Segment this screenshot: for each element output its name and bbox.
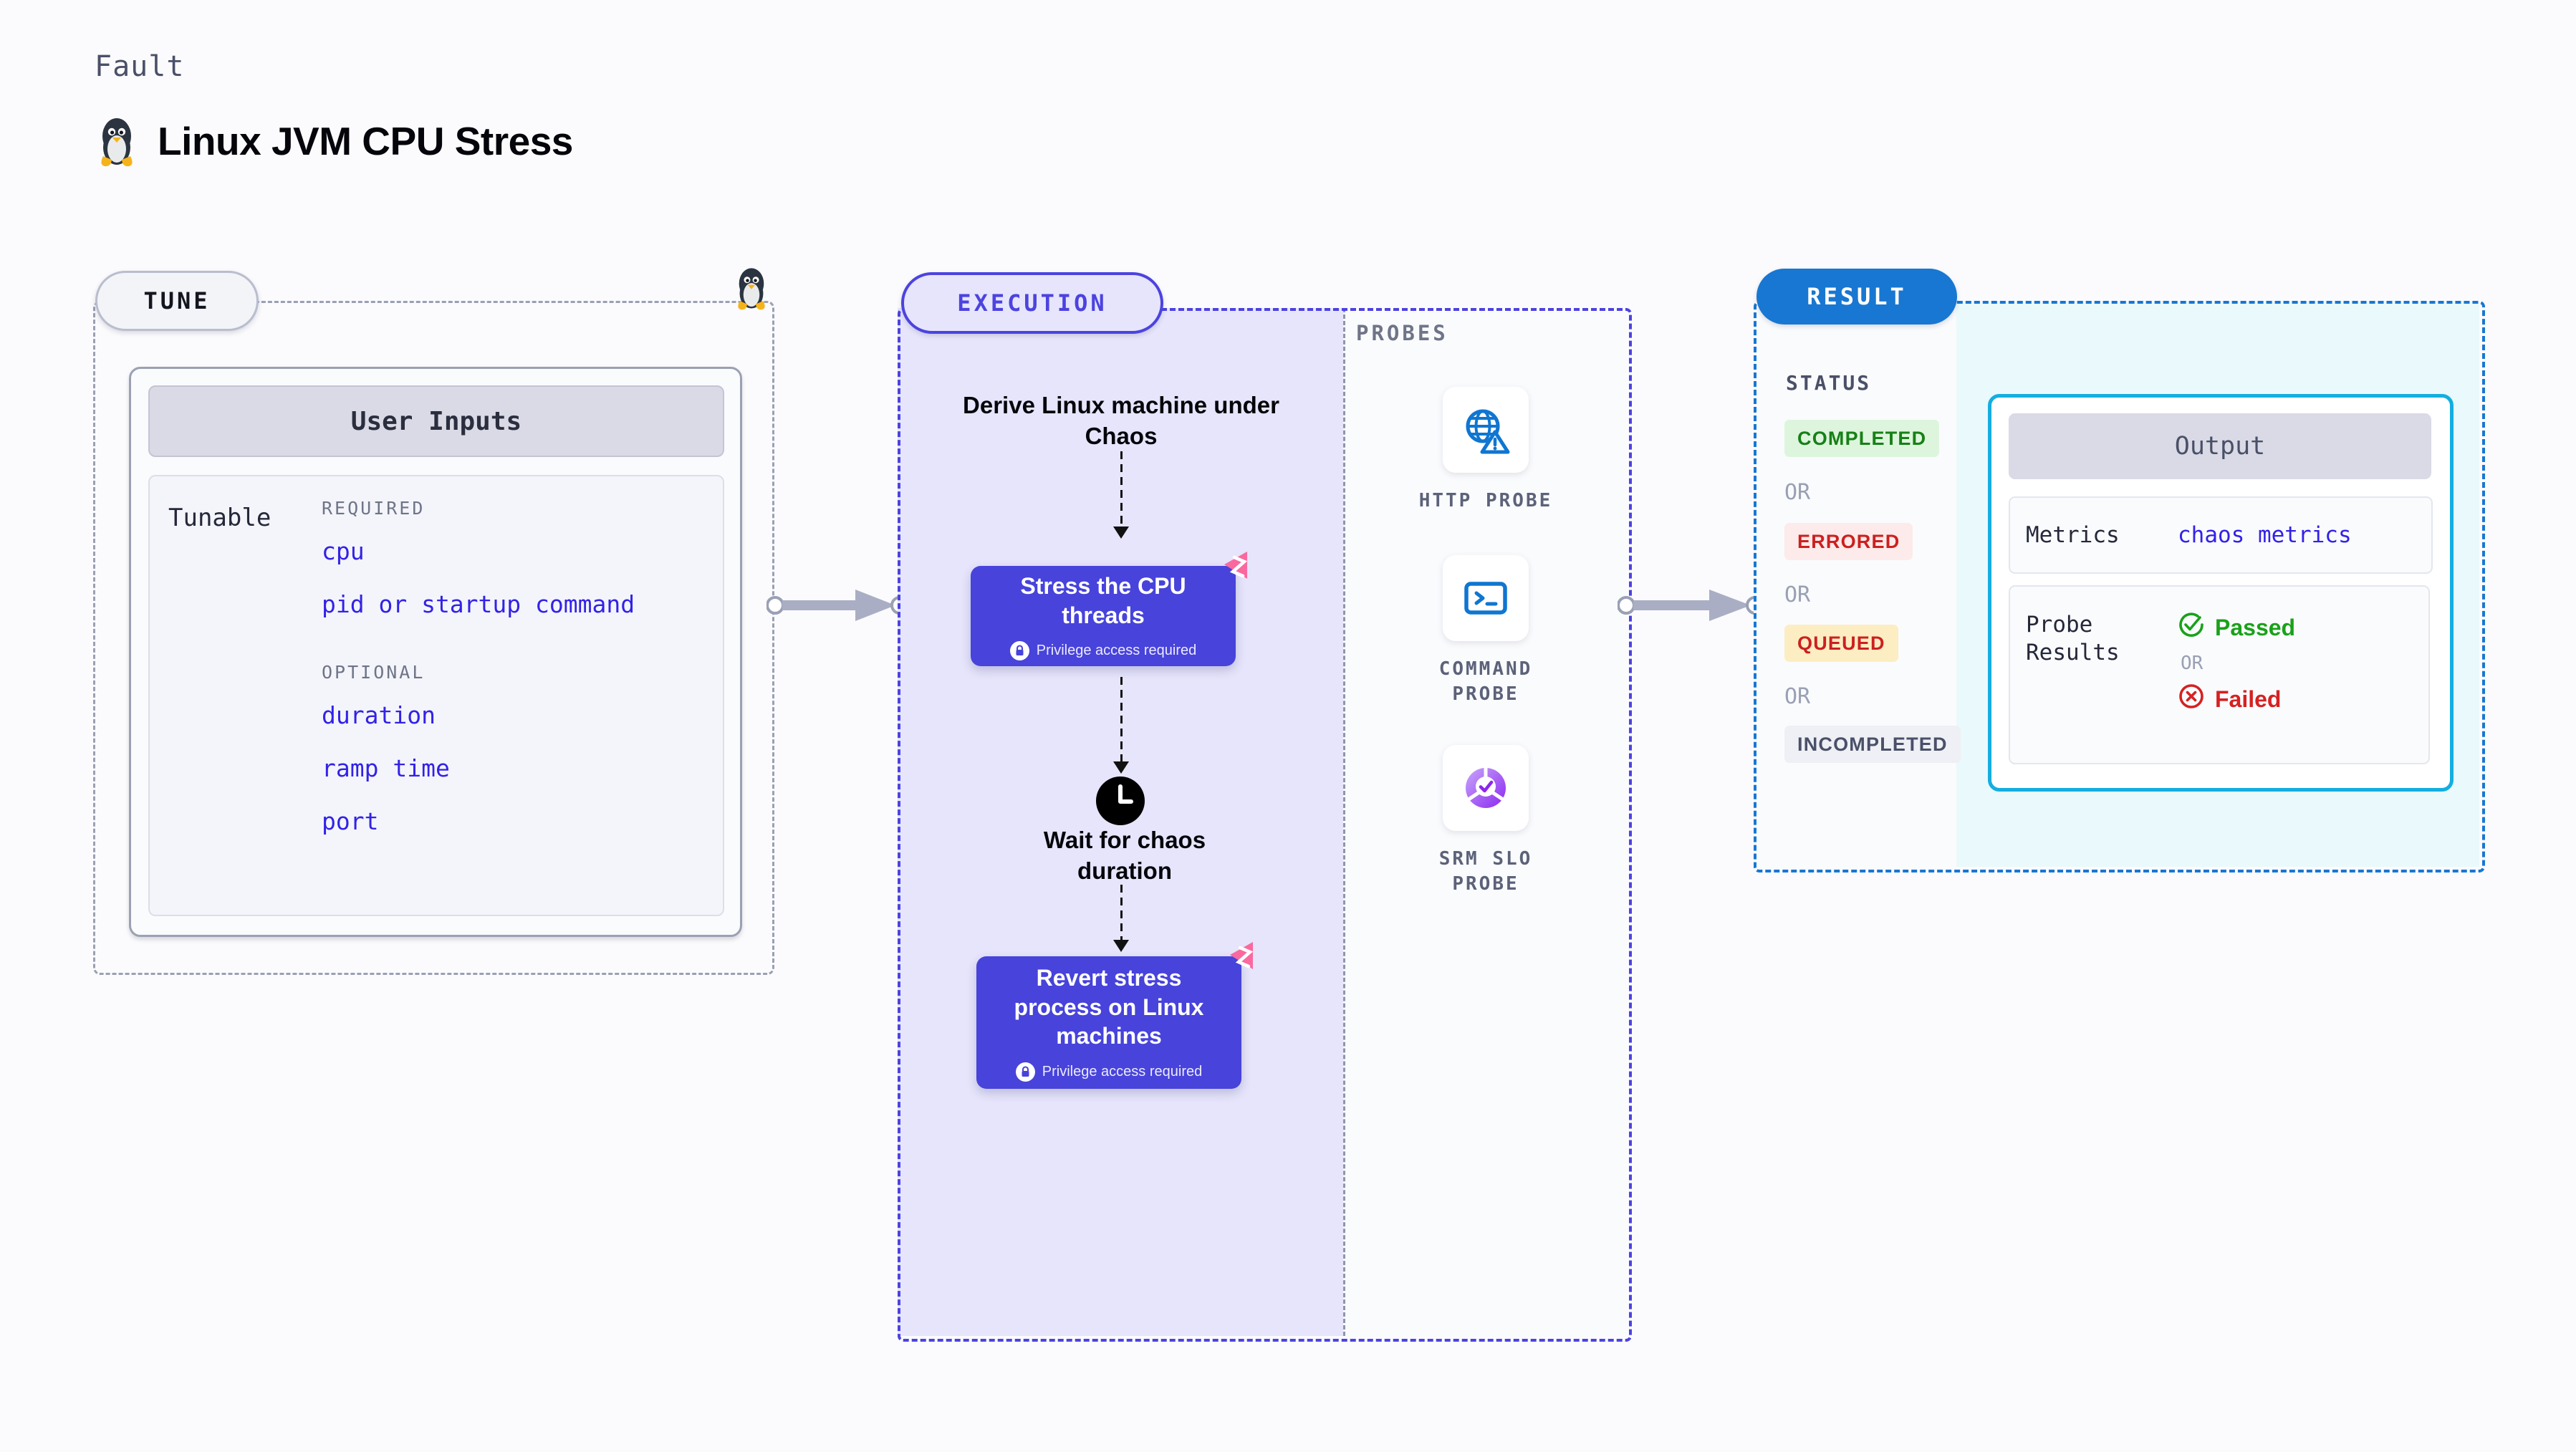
metrics-value-link[interactable]: chaos metrics [2178, 522, 2352, 548]
tunable-label: Tunable [168, 504, 271, 532]
probe-result-or: OR [2181, 653, 2203, 674]
privilege-required-row-1: Privilege access required [1009, 641, 1197, 661]
chaos-marker-icon [1216, 547, 1254, 590]
tunable-box: Tunable REQUIRED cpu pid or startup comm… [148, 475, 724, 916]
probe-item-http[interactable]: HTTP PROBE [1414, 387, 1557, 514]
page-title-row: Linux JVM CPU Stress [95, 115, 573, 168]
flow-connector-1 [1120, 451, 1123, 527]
clock-icon [1095, 775, 1146, 830]
linux-penguin-marker-icon [732, 265, 771, 314]
probe-item-srm-slo[interactable]: SRM SLO PROBE [1414, 745, 1557, 897]
user-inputs-card: User Inputs Tunable REQUIRED cpu pid or … [129, 367, 742, 937]
tunable-list: REQUIRED cpu pid or startup command OPTI… [322, 498, 635, 860]
metrics-row: Metrics chaos metrics [2009, 496, 2433, 574]
terminal-icon [1443, 555, 1529, 641]
privilege-required-text-1: Privilege access required [1036, 643, 1197, 659]
flow-arrowhead-1 [1113, 527, 1129, 539]
connector-execution-to-result [1617, 584, 1768, 630]
flow-arrowhead-2 [1113, 761, 1129, 774]
probe-label-command: COMMAND PROBE [1438, 658, 1533, 706]
lock-icon [1009, 641, 1029, 661]
flow-arrowhead-3 [1113, 940, 1129, 952]
user-inputs-header: User Inputs [148, 385, 724, 457]
execution-card-revert-stress[interactable]: Revert stress process on Linux machines … [976, 942, 1254, 1089]
execution-panel [898, 308, 1632, 1342]
execution-card-stress-cpu-title: Stress the CPU threads [1020, 572, 1186, 628]
tunable-item-duration[interactable]: duration [322, 701, 436, 729]
probe-results-key-text: Probe Results [2026, 612, 2120, 665]
probe-results-row: Probe Results Passed OR [2009, 585, 2430, 764]
status-or-3: OR [1784, 684, 1811, 709]
page-title: Linux JVM CPU Stress [158, 119, 573, 163]
result-status-column [1754, 301, 1959, 867]
execution-step-wait-label: Wait for chaos duration [1043, 827, 1206, 884]
probe-result-failed: Failed [2178, 683, 2295, 716]
probes-label: PROBES [1356, 321, 1448, 345]
metrics-key: Metrics [2026, 521, 2120, 548]
status-or-2: OR [1784, 582, 1811, 607]
tunable-item-pid-or-startup-command[interactable]: pid or startup command [322, 590, 635, 618]
tunable-item-cpu[interactable]: cpu [322, 537, 365, 565]
slo-donut-check-icon [1443, 745, 1529, 831]
globe-warning-icon [1443, 387, 1529, 473]
status-label: STATUS [1786, 371, 1872, 395]
result-badge[interactable]: RESULT [1756, 269, 1957, 324]
probe-label-http: HTTP PROBE [1418, 490, 1553, 511]
flow-connector-2 [1120, 677, 1123, 763]
chaos-marker-icon [1221, 938, 1260, 980]
output-card: Output Metrics chaos metrics Probe Resul… [1988, 394, 2454, 792]
lock-icon [1015, 1062, 1035, 1082]
execution-card-revert-stress-title: Revert stress process on Linux machines [1014, 964, 1204, 1049]
status-chip-queued: QUEUED [1784, 625, 1898, 662]
tunable-item-ramp-time[interactable]: ramp time [322, 754, 450, 782]
output-card-header: Output [2009, 413, 2431, 479]
tune-badge[interactable]: TUNE [95, 271, 259, 331]
probe-result-passed: Passed [2178, 611, 2295, 644]
tunable-item-port[interactable]: port [322, 807, 379, 835]
status-chip-errored: ERRORED [1784, 523, 1913, 560]
check-circle-icon [2178, 611, 2205, 644]
probe-label-srm-slo: SRM SLO PROBE [1438, 848, 1533, 895]
status-or-1: OR [1784, 480, 1811, 505]
execution-step-derive-label: Derive Linux machine under Chaos [963, 392, 1279, 449]
execution-badge[interactable]: EXECUTION [901, 272, 1163, 334]
privilege-required-row-2: Privilege access required [1015, 1062, 1203, 1082]
status-chip-completed: COMPLETED [1784, 420, 1940, 457]
tunable-group-label-optional: OPTIONAL [322, 662, 426, 683]
page-eyebrow-fault: Fault [95, 50, 185, 83]
x-circle-icon [2178, 683, 2205, 716]
flow-connector-3 [1120, 885, 1123, 942]
result-panel [1754, 301, 2485, 872]
probe-item-command[interactable]: COMMAND PROBE [1414, 555, 1557, 707]
probe-result-failed-label: Failed [2215, 686, 2282, 712]
privilege-required-text-2: Privilege access required [1042, 1064, 1203, 1080]
probe-result-passed-label: Passed [2215, 614, 2296, 640]
connector-tune-to-execution [766, 584, 910, 630]
probe-results-key: Probe Results [2010, 611, 2178, 763]
status-chip-incompleted: INCOMPLETED [1784, 726, 1961, 763]
execution-card-stress-cpu[interactable]: Stress the CPU threads Privilege access … [971, 552, 1248, 666]
tunable-group-label-required: REQUIRED [322, 498, 426, 519]
linux-penguin-icon [95, 115, 139, 168]
